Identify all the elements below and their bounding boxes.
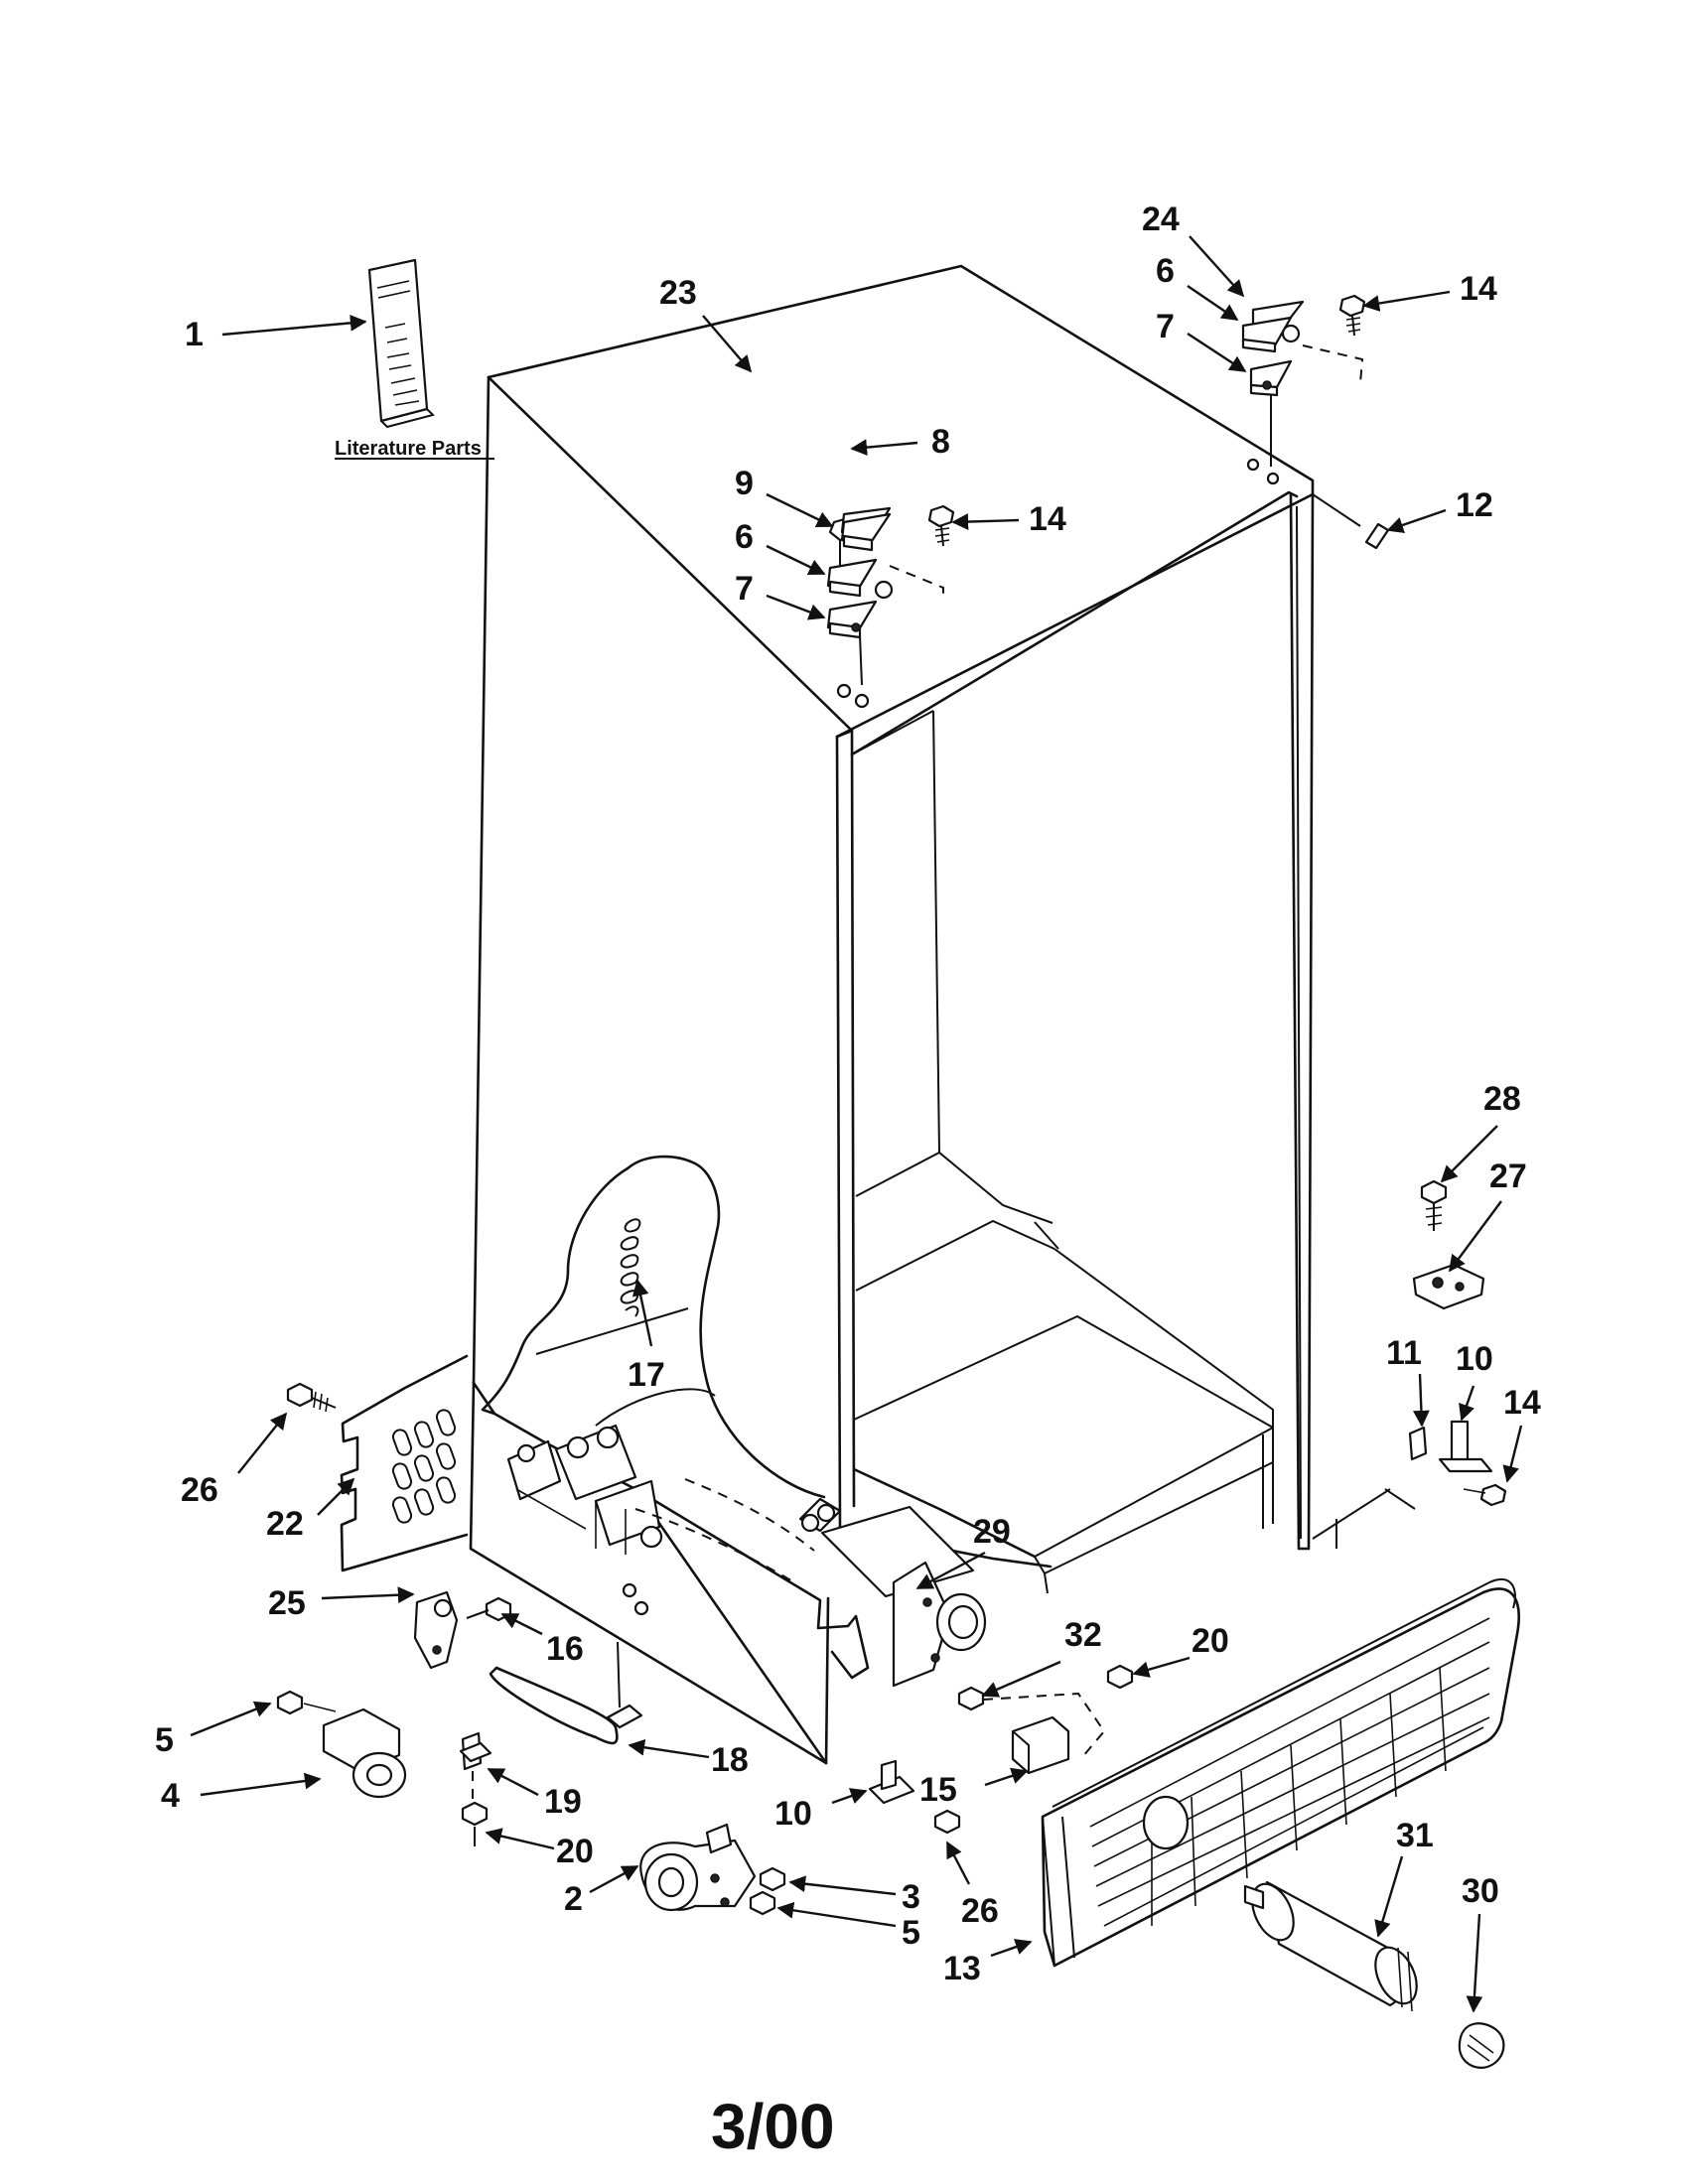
callout-1: 1 bbox=[185, 316, 204, 353]
callout-7-center: 7 bbox=[735, 570, 754, 608]
hinge-screw-top-right bbox=[1338, 294, 1366, 337]
callout-30: 30 bbox=[1462, 1872, 1499, 1910]
callout-20-right: 20 bbox=[1192, 1622, 1229, 1660]
filter-cap bbox=[1458, 2022, 1505, 2069]
upper-hinge-center bbox=[826, 504, 955, 709]
callout-13: 13 bbox=[943, 1950, 981, 1987]
date-code: 3/00 bbox=[711, 2091, 835, 2162]
callout-5-bottom: 5 bbox=[902, 1914, 920, 1952]
inlet-screw bbox=[957, 1686, 985, 1711]
callout-28: 28 bbox=[1483, 1080, 1521, 1118]
callout-11: 11 bbox=[1386, 1334, 1422, 1372]
trim-clip bbox=[1312, 493, 1390, 550]
toe-grille-bracket bbox=[982, 1664, 1134, 1775]
literature-booklet: Literature Parts bbox=[335, 258, 494, 460]
callout-27: 27 bbox=[1489, 1158, 1527, 1195]
callout-14-center: 14 bbox=[1029, 500, 1066, 538]
callout-3: 3 bbox=[902, 1878, 920, 1916]
water-inlet-housing bbox=[798, 1497, 987, 1688]
callout-24: 24 bbox=[1142, 201, 1180, 238]
water-filter bbox=[1243, 1880, 1418, 2012]
callout-6-center: 6 bbox=[735, 518, 754, 556]
callout-5-left: 5 bbox=[155, 1721, 174, 1759]
callout-29: 29 bbox=[973, 1513, 1011, 1551]
callout-20-left: 20 bbox=[556, 1833, 594, 1870]
callout-16: 16 bbox=[546, 1630, 584, 1668]
callout-15: 15 bbox=[919, 1771, 957, 1809]
bottom-hinge-bracket bbox=[868, 1759, 961, 1835]
callout-17: 17 bbox=[628, 1356, 665, 1394]
panel-screw bbox=[286, 1382, 337, 1413]
callout-25: 25 bbox=[268, 1584, 306, 1622]
callout-26-left: 26 bbox=[181, 1471, 218, 1509]
callout-14-right: 14 bbox=[1503, 1384, 1541, 1422]
callout-7-top: 7 bbox=[1156, 308, 1175, 345]
leader-lines bbox=[190, 235, 1523, 2013]
callout-10-bottom: 10 bbox=[774, 1795, 812, 1833]
rear-roller-assembly bbox=[276, 1690, 407, 1799]
callout-14-top: 14 bbox=[1460, 270, 1497, 308]
callout-10-right: 10 bbox=[1456, 1340, 1493, 1378]
lower-hinge-right bbox=[1408, 1179, 1507, 1507]
upper-hinge-right bbox=[1241, 294, 1366, 485]
callout-9: 9 bbox=[735, 465, 754, 502]
cabinet-shell bbox=[469, 264, 1416, 1765]
roller-bracket-and-screw bbox=[413, 1590, 512, 1670]
water-valve-assembly bbox=[506, 1424, 663, 1555]
hinge-screw-center bbox=[927, 504, 955, 547]
callout-23: 23 bbox=[659, 274, 697, 312]
callout-8: 8 bbox=[931, 423, 950, 461]
literature-parts-label: Literature Parts bbox=[335, 438, 482, 460]
callout-2: 2 bbox=[564, 1880, 583, 1918]
callout-19: 19 bbox=[544, 1783, 582, 1821]
callout-22: 22 bbox=[266, 1505, 304, 1543]
callout-6-top: 6 bbox=[1156, 252, 1175, 290]
rear-access-panel bbox=[286, 1354, 469, 1572]
front-roller-assembly bbox=[639, 1823, 786, 1916]
callout-32: 32 bbox=[1064, 1616, 1102, 1654]
cutaway-view bbox=[481, 1155, 826, 1616]
callout-18: 18 bbox=[711, 1741, 749, 1779]
water-tube-and-clamp bbox=[459, 1641, 643, 1846]
callout-12: 12 bbox=[1456, 486, 1493, 524]
callout-26-bottom: 26 bbox=[961, 1892, 999, 1930]
toe-grille bbox=[1041, 1578, 1520, 1968]
defrost-heater-coil bbox=[620, 1218, 641, 1317]
callout-31: 31 bbox=[1396, 1817, 1434, 1854]
callout-labels: 1 23 24 6 7 14 8 9 14 6 7 12 28 27 11 10… bbox=[155, 201, 1541, 1987]
callout-4: 4 bbox=[161, 1777, 180, 1815]
